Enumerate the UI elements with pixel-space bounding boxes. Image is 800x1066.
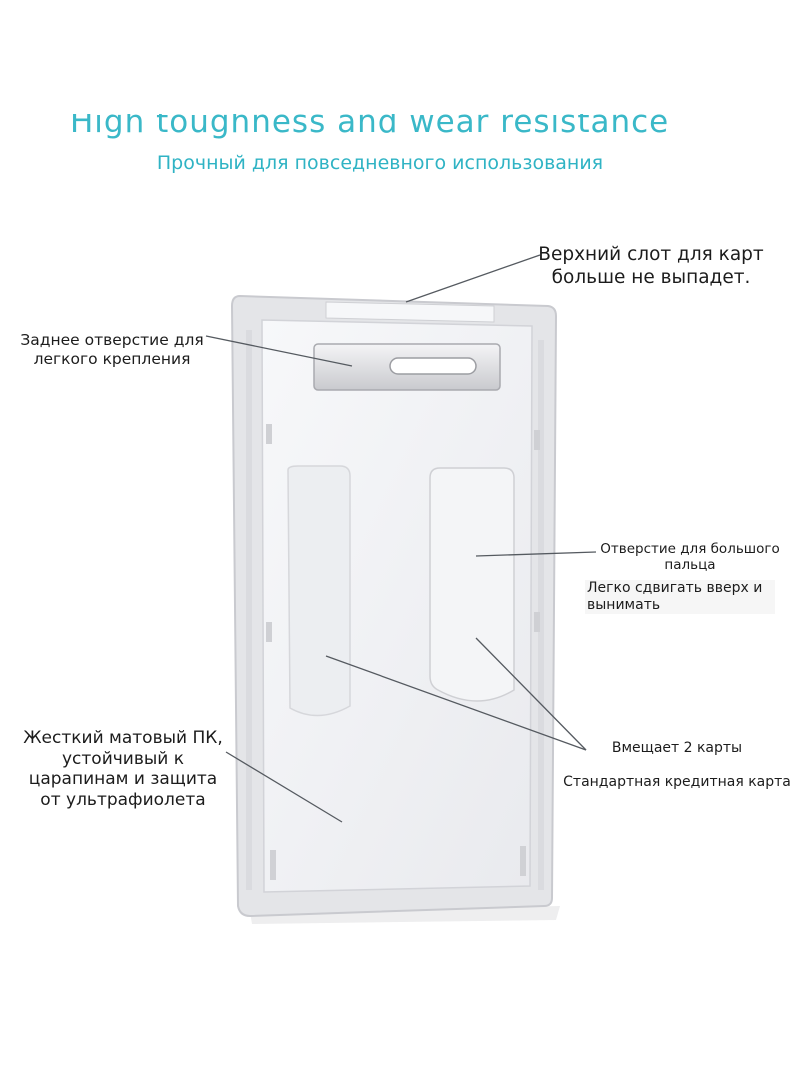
bottom-notch-left (270, 850, 276, 880)
callout-fits-two: Вмещает 2 карты (611, 740, 743, 756)
subtitle: Прочный для повседневного использования (156, 152, 604, 174)
leader-fits-right (475, 637, 587, 751)
leader-back-hole (205, 335, 353, 367)
top-slot (325, 301, 495, 323)
right-notch-2 (534, 612, 540, 632)
cropped-heading-text: High toughness and wear resistance (70, 114, 670, 140)
callout-thumb-hole: Отверстие для большого пальца (600, 541, 780, 574)
leader-thumb-hole (475, 551, 597, 557)
cropped-heading: High toughness and wear resistance (70, 114, 710, 142)
callout-back-hole: Заднее отверстие для легкого крепления (20, 331, 204, 368)
leader-hard-pc (225, 751, 343, 823)
left-rail (246, 330, 252, 890)
leader-fits-left (325, 655, 587, 751)
holder-face (261, 319, 533, 893)
lanyard-slot (389, 357, 477, 375)
bottom-notch-right (520, 846, 526, 876)
left-notch (266, 424, 272, 444)
callout-hard-pc: Жесткий матовый ПК, устойчивый к царапин… (23, 728, 223, 811)
callout-standard-card: Стандартная кредитная карта (563, 774, 791, 790)
leader-top-slot (405, 254, 541, 303)
callout-top-slot: Верхний слот для карт больше не выпадет. (538, 244, 764, 288)
right-thumb-cutout (429, 467, 515, 702)
left-notch-2 (266, 622, 272, 642)
left-thumb-cutout (287, 465, 351, 717)
right-notch (534, 430, 540, 450)
callout-easy-slide: Легко сдвигать вверх и вынимать (585, 580, 775, 615)
right-rail (538, 340, 544, 890)
